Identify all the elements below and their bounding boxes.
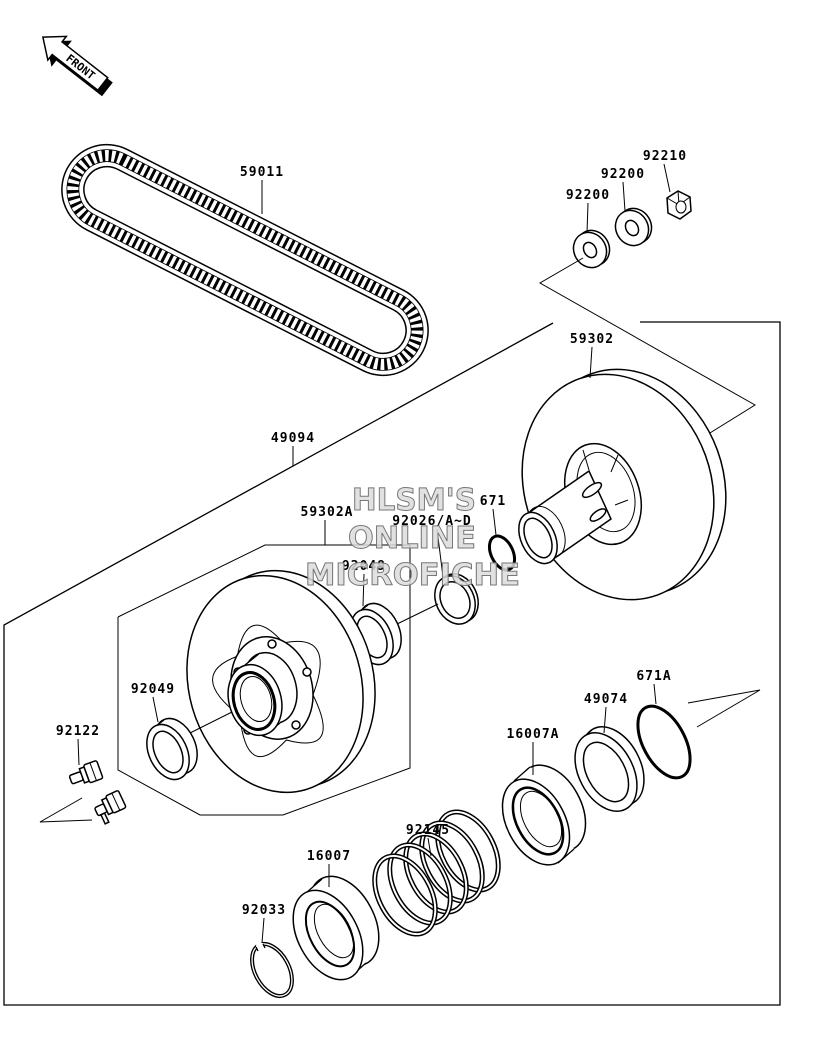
- watermark-line-3: MICROFICHE: [305, 558, 520, 593]
- fixed-sheave: [518, 368, 727, 601]
- leader-line: [589, 346, 593, 379]
- part-label-49094: 49094: [271, 431, 315, 446]
- bushing-lower: [146, 717, 198, 781]
- part-label-92122: 92122: [56, 724, 100, 739]
- movable-sheave: [186, 569, 376, 794]
- part-label-92033: 92033: [242, 903, 286, 918]
- washer-lower: [572, 229, 611, 269]
- leader-line: [653, 683, 657, 705]
- watermark-line-1: HLSM'S: [352, 483, 476, 518]
- subassembly-frame: [117, 544, 411, 816]
- cam-16007: [292, 875, 380, 981]
- part-label-59302A: 59302A: [301, 505, 354, 520]
- leader-line: [77, 738, 80, 766]
- watermark: HLSM'S ONLINE MICROFICHE: [305, 483, 521, 594]
- o-ring-large: [636, 704, 692, 780]
- assembly-frame: [3, 321, 781, 1006]
- assembly-line: [39, 797, 93, 823]
- leader-line: [622, 181, 626, 212]
- part-label-16007A: 16007A: [507, 727, 560, 742]
- leader-line: [362, 573, 365, 607]
- washer-49074: [574, 726, 645, 812]
- part-label-59011: 59011: [240, 165, 284, 180]
- assembly-line: [394, 603, 439, 626]
- grease-fitting: [68, 760, 127, 825]
- part-label-59302: 59302: [570, 332, 614, 347]
- front-arrow: FRONT: [41, 35, 113, 97]
- o-ring: [487, 534, 517, 572]
- cam-16007A: [501, 764, 587, 866]
- leader-line: [261, 917, 265, 944]
- spring: [372, 809, 501, 937]
- leader-line: [436, 528, 444, 578]
- assembly-line: [189, 711, 233, 734]
- part-label-92210: 92210: [643, 149, 687, 164]
- assembly-line: [538, 257, 756, 442]
- circlip: [250, 942, 294, 998]
- leader-line: [663, 163, 671, 193]
- leader-line: [492, 508, 497, 536]
- part-label-16007: 16007: [307, 849, 351, 864]
- leader-line: [152, 696, 159, 723]
- part-label-92049-upper: 92049: [342, 559, 386, 574]
- drive-belt: [61, 143, 429, 377]
- part-label-92200-upper: 92200: [601, 167, 645, 182]
- assembly-line: [687, 689, 761, 728]
- part-label-671: 671: [480, 494, 506, 509]
- part-label-92026: 92026/A~D: [392, 514, 471, 529]
- part-label-49074: 49074: [584, 692, 628, 707]
- part-label-92200-lower: 92200: [566, 188, 610, 203]
- part-label-671A: 671A: [636, 669, 671, 684]
- part-label-92049-lower: 92049: [131, 682, 175, 697]
- leader-line: [427, 837, 432, 857]
- shim-washer: [434, 573, 479, 625]
- washer-upper: [614, 207, 653, 247]
- part-label-92145: 92145: [406, 823, 450, 838]
- leader-line: [586, 202, 589, 234]
- nut: [666, 190, 692, 220]
- watermark-line-2: ONLINE: [348, 521, 476, 556]
- leader-line: [603, 706, 607, 734]
